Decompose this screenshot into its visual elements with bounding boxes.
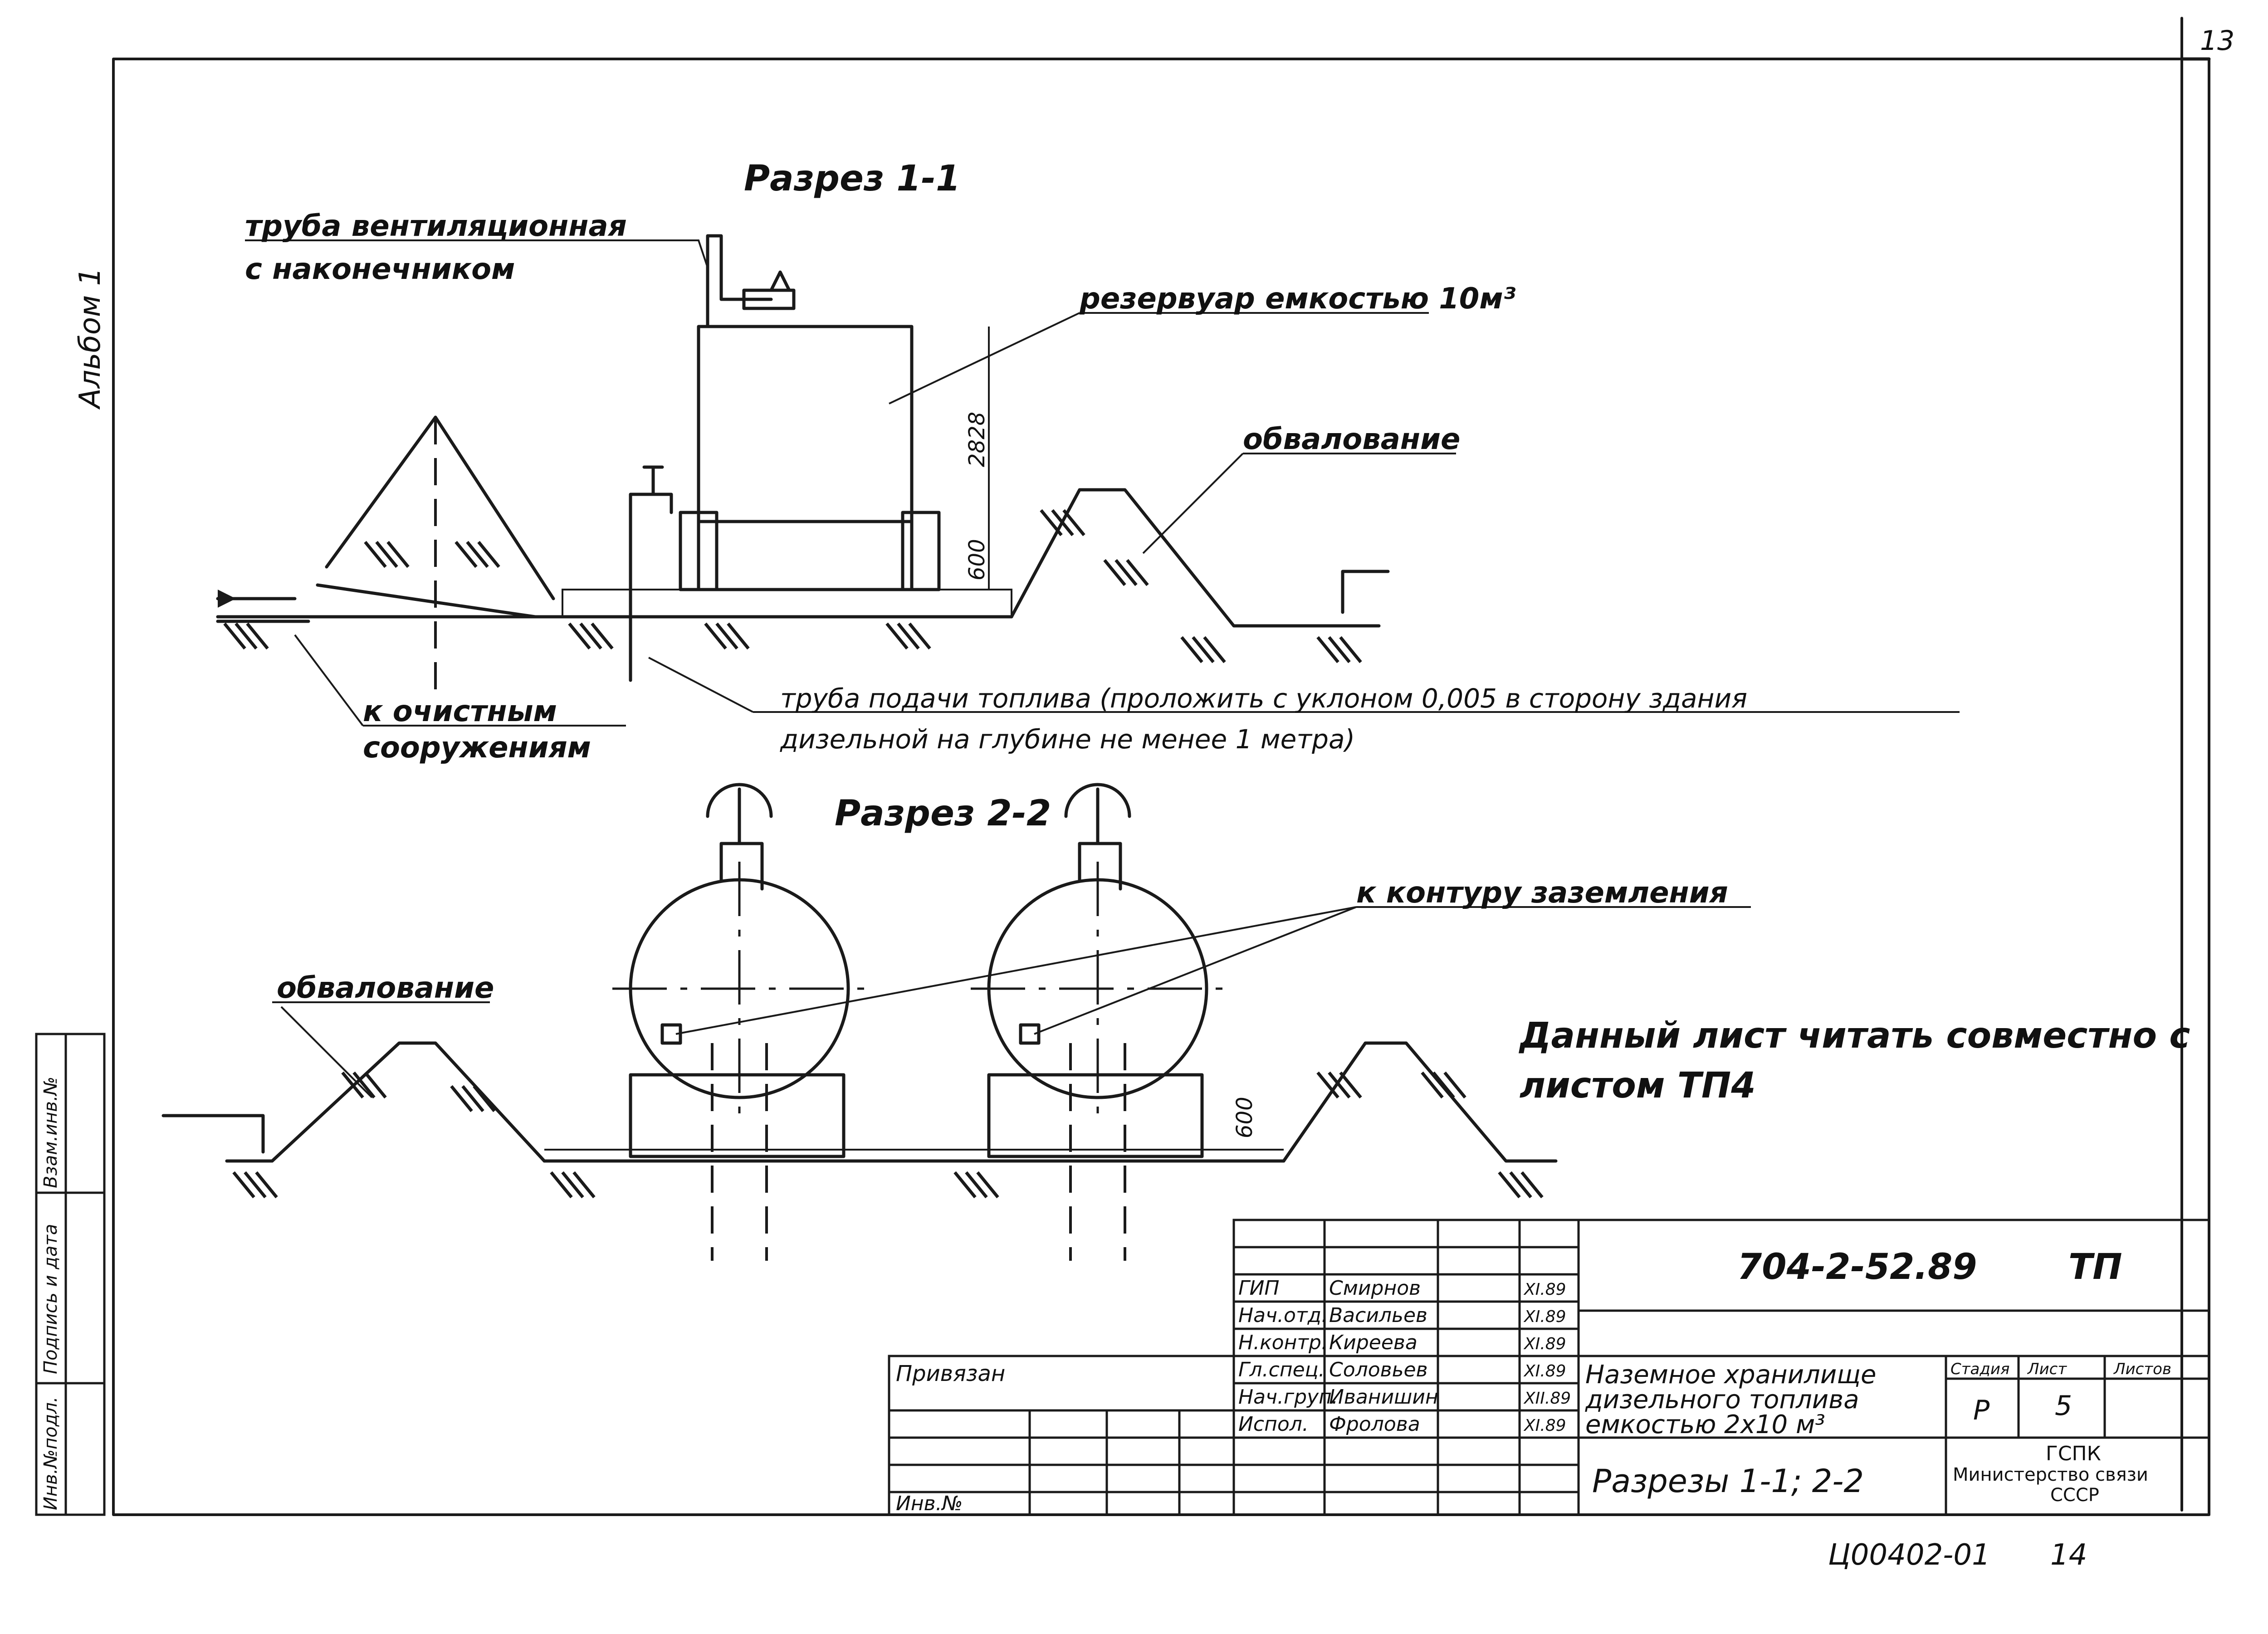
sheet-header: Лист xyxy=(2027,1360,2067,1378)
stage-header: Стадия xyxy=(1950,1360,2009,1378)
vent-pipe-label-2: с наконечником xyxy=(245,253,515,286)
name-0: Смирнов xyxy=(1329,1277,1421,1300)
footer-code: Ц00402-01 xyxy=(1828,1538,1990,1572)
side-stamp-replace: Взам.инв.№ xyxy=(40,1077,61,1188)
side-stamp: Инв.№подл. Подпись и дата Взам.инв.№ xyxy=(35,1033,106,1516)
name-5: Фролова xyxy=(1329,1413,1420,1436)
object-title-2: дизельного топлива xyxy=(1585,1385,1859,1415)
sheet-number: 13 xyxy=(2200,25,2234,57)
role-5: Испол. xyxy=(1238,1413,1309,1436)
section-1-title: Разрез 1-1 xyxy=(744,158,960,199)
name-2: Киреева xyxy=(1329,1331,1418,1354)
role-2: Н.контр. xyxy=(1238,1331,1328,1354)
to-treatment-label-2: сооружениям xyxy=(363,731,591,765)
date-3: XI.89 xyxy=(1523,1362,1566,1380)
bound-label: Привязан xyxy=(896,1361,1005,1386)
embankment-label-1: обвалование xyxy=(1243,423,1460,456)
side-stamp-signature: Подпись и дата xyxy=(40,1224,61,1374)
sheet-title: Разрезы 1-1; 2-2 xyxy=(1592,1463,1864,1500)
footer-page: 14 xyxy=(2050,1538,2087,1572)
role-4: Нач.груп. xyxy=(1238,1385,1338,1409)
date-1: XI.89 xyxy=(1523,1307,1566,1326)
album-label: Альбом 1 xyxy=(73,268,107,410)
doc-mark: ТП xyxy=(2068,1247,2122,1288)
date-2: XI.89 xyxy=(1523,1335,1566,1353)
doc-code: 704-2-52.89 xyxy=(1737,1247,1977,1288)
role-1: Нач.отд. xyxy=(1238,1304,1328,1327)
note-line-1: Данный лист читать совместно с xyxy=(1518,1015,2190,1056)
role-3: Гл.спец. xyxy=(1238,1358,1325,1381)
section-2-title: Разрез 2-2 xyxy=(835,793,1051,834)
side-stamp-inv: Инв.№подл. xyxy=(40,1396,61,1510)
inv-label: Инв.№ xyxy=(896,1492,963,1515)
to-treatment-label-1: к очистным xyxy=(363,695,557,728)
dim-base-2: 600 xyxy=(1232,1097,1257,1138)
sheets-header: Листов xyxy=(2113,1360,2171,1378)
vent-pipe-label-1: труба вентиляционная xyxy=(245,210,627,243)
dim-base-1: 600 xyxy=(964,539,990,580)
stage-value: Р xyxy=(1973,1395,1990,1426)
name-4: Иванишин xyxy=(1329,1385,1438,1409)
date-4: XII.89 xyxy=(1523,1389,1571,1408)
sheet-value: 5 xyxy=(2055,1390,2072,1422)
org-line-2: Министерство связи xyxy=(1953,1464,2148,1485)
tank-capacity-label: резервуар емкостью 10м³ xyxy=(1079,282,1516,316)
grounding-label: к контуру заземления xyxy=(1356,876,1728,910)
object-title-3: емкостью 2х10 м³ xyxy=(1585,1410,1825,1439)
fuel-pipe-label-1: труба подачи топлива (проложить с уклоно… xyxy=(780,683,1747,714)
name-3: Соловьев xyxy=(1329,1358,1428,1381)
role-0: ГИП xyxy=(1238,1277,1280,1300)
date-5: XI.89 xyxy=(1523,1416,1566,1435)
section-2-drawing xyxy=(161,783,1751,1261)
title-block xyxy=(888,1219,2210,1516)
dim-height-1: 2828 xyxy=(964,412,990,467)
org-line-3: СССР xyxy=(2050,1485,2099,1506)
object-title-1: Наземное хранилище xyxy=(1585,1360,1876,1390)
org-line-1: ГСПК xyxy=(2046,1442,2101,1465)
name-1: Васильев xyxy=(1329,1304,1427,1327)
fuel-pipe-label-2: дизельной на глубине не менее 1 метра) xyxy=(780,724,1355,755)
date-0: XI.89 xyxy=(1523,1280,1566,1299)
section-1-drawing xyxy=(216,234,1960,727)
note-line-2: листом ТП4 xyxy=(1520,1065,1755,1106)
embankment-label-2: обвалование xyxy=(277,971,494,1005)
